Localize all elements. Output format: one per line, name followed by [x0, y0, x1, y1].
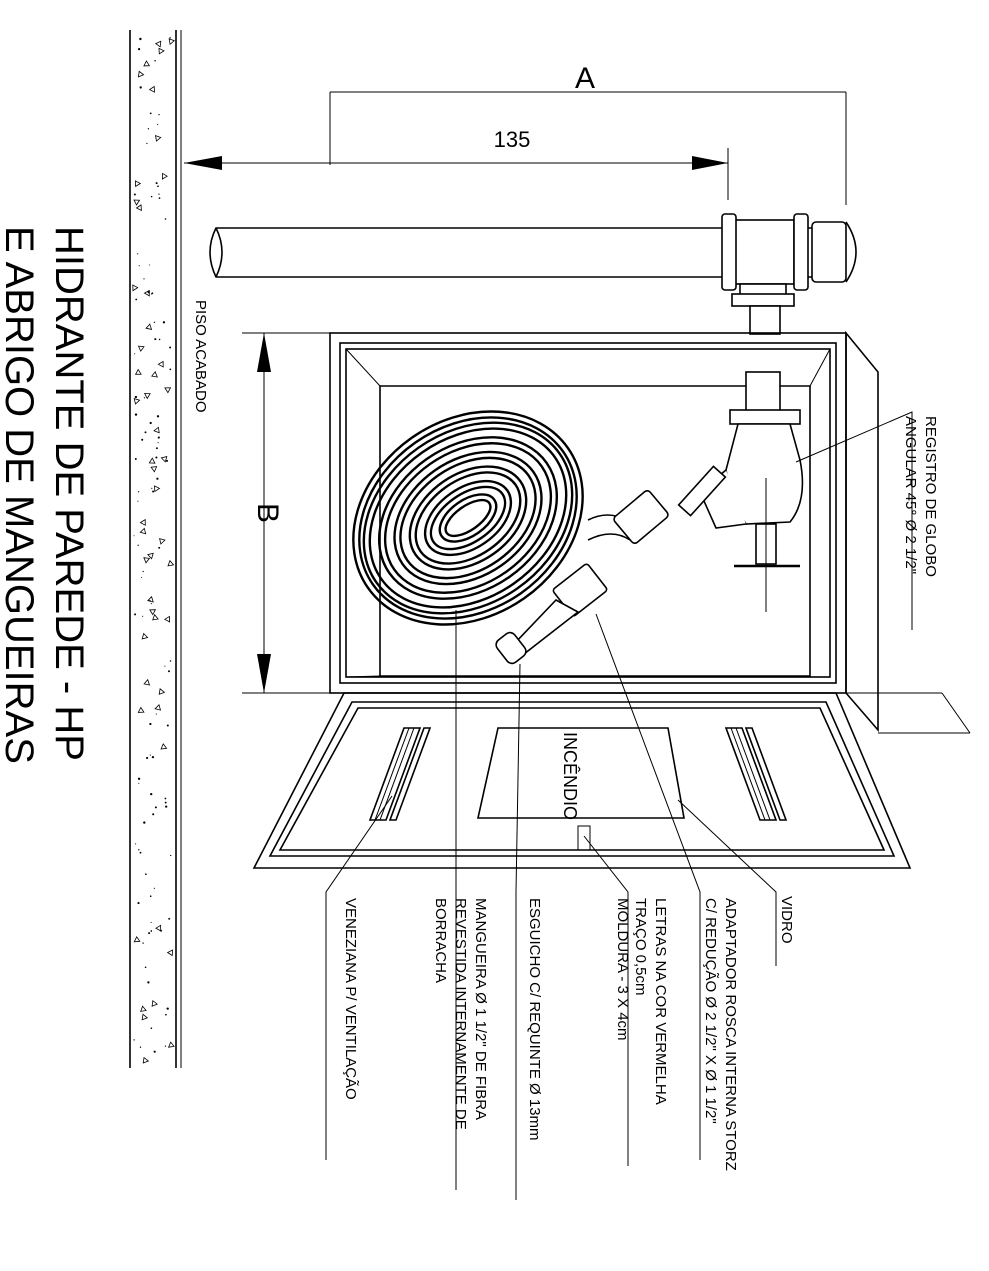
svg-text:BORRACHA: BORRACHA	[432, 898, 449, 983]
hose-tail	[587, 490, 669, 544]
svg-text:REGISTRO DE GLOBO: REGISTRO DE GLOBO	[922, 416, 939, 577]
callout-registro: REGISTRO DE GLOBO ANGULAR 45° Ø 2 1/2"	[902, 416, 939, 577]
svg-text:VENEZIANA P/ VENTILAÇÃO: VENEZIANA P/ VENTILAÇÃO	[342, 898, 359, 1100]
svg-text:ADAPTADOR ROSCA INTERNA STORZ: ADAPTADOR ROSCA INTERNA STORZ	[722, 898, 739, 1171]
dimension-b: B	[242, 332, 330, 694]
cabinet-door: INCÊNDIO	[252, 692, 912, 869]
svg-text:MOLDURA - 3 X 4cm: MOLDURA - 3 X 4cm	[614, 898, 631, 1041]
svg-text:REVESTIDA INTERNAMENTE DE: REVESTIDA INTERNAMENTE DE	[452, 898, 469, 1130]
callout-vidro: VIDRO	[778, 896, 795, 944]
dimension-a: A	[329, 62, 847, 205]
callout-veneziana: VENEZIANA P/ VENTILAÇÃO	[342, 898, 359, 1100]
vent-right	[724, 727, 788, 821]
sign-text: INCÊNDIO	[560, 732, 580, 820]
svg-text:A: A	[575, 62, 595, 95]
dimension-135: 135	[184, 127, 729, 200]
svg-text:TRAÇO 0,5cm: TRAÇO 0,5cm	[632, 898, 649, 996]
leaders	[325, 411, 913, 1200]
hose-coil	[352, 410, 584, 626]
svg-text:135: 135	[494, 127, 531, 152]
title-line-2: E ABRIGO DE MANGUEIRAS	[0, 226, 41, 764]
nozzle	[495, 563, 608, 665]
title-line-1: HIDRANTE DE PAREDE - HP	[47, 226, 91, 761]
svg-text:ANGULAR 45° Ø 2 1/2": ANGULAR 45° Ø 2 1/2"	[902, 416, 919, 574]
svg-text:B: B	[251, 503, 284, 523]
wall	[129, 30, 182, 1068]
svg-text:C/ REDUÇÃO Ø 2 1/2" X Ø 1 1/2": C/ REDUÇÃO Ø 2 1/2" X Ø 1 1/2"	[702, 898, 719, 1124]
callout-adaptador: ADAPTADOR ROSCA INTERNA STORZ C/ REDUÇÃO…	[702, 898, 739, 1171]
concrete-hatch	[132, 37, 176, 1064]
callout-esguicho: ESGUICHO C/ REQUINTE Ø 13mm	[526, 898, 543, 1141]
globe-valve	[677, 371, 804, 612]
svg-text:MANGUEIRA Ø 1 1/2" DE FIBRA: MANGUEIRA Ø 1 1/2" DE FIBRA	[472, 898, 489, 1120]
glass-panel	[477, 727, 685, 819]
svg-text:LETRAS NA COR VERMELHA: LETRAS NA COR VERMELHA	[652, 898, 669, 1105]
svg-text:VIDRO: VIDRO	[778, 896, 795, 944]
floor-label: PISO ACABADO	[192, 300, 209, 413]
callout-mangueira: MANGUEIRA Ø 1 1/2" DE FIBRA REVESTIDA IN…	[432, 898, 489, 1130]
supply-pipe	[209, 213, 857, 335]
svg-text:ESGUICHO C/ REQUINTE Ø 13mm: ESGUICHO C/ REQUINTE Ø 13mm	[526, 898, 543, 1141]
cabinet	[329, 330, 971, 734]
callout-letras: LETRAS NA COR VERMELHA TRAÇO 0,5cm MOLDU…	[614, 898, 669, 1105]
vent-left	[368, 727, 432, 821]
